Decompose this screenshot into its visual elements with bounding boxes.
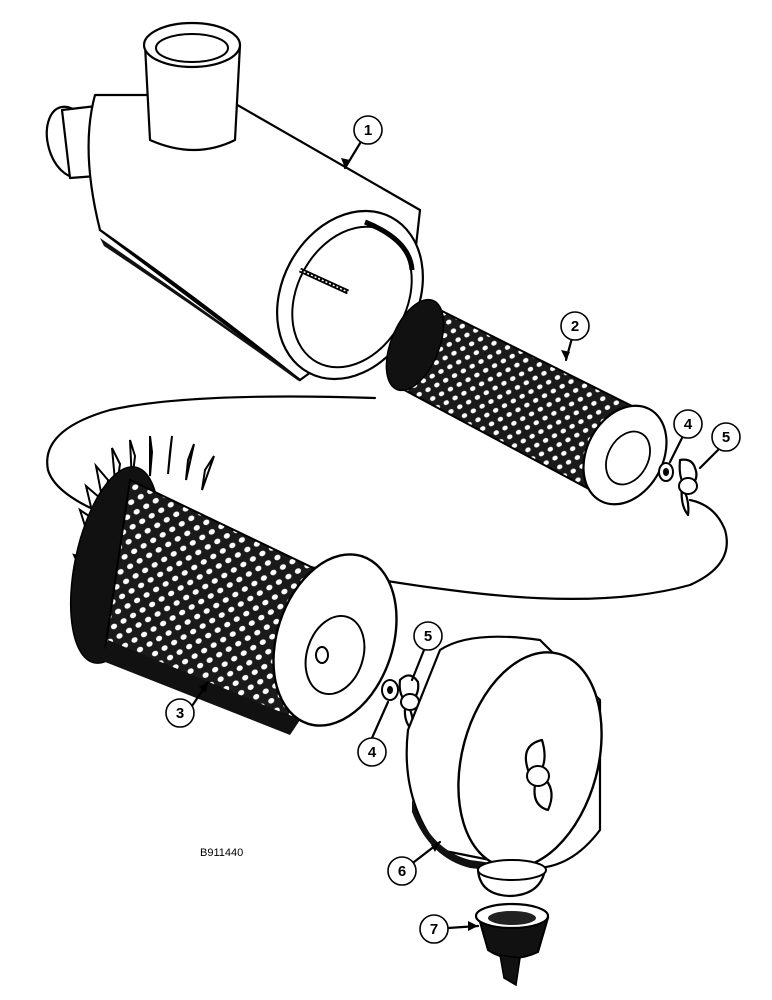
callout-label-1: 1 <box>364 122 372 139</box>
callout-label-4b: 4 <box>368 744 377 761</box>
callout-label-5b: 5 <box>424 628 432 645</box>
callout-circle-4a <box>673 409 703 439</box>
inner-filter-part <box>385 298 668 506</box>
callout-circle-5b <box>413 621 443 651</box>
callout-circle-1 <box>353 115 383 145</box>
primary-filter-part <box>69 435 398 735</box>
callout-circle-5a <box>711 422 741 452</box>
callout-label-5a: 5 <box>722 429 730 446</box>
callout-circle-7 <box>419 914 449 944</box>
callout-label-2: 2 <box>571 318 579 335</box>
callout-circle-3 <box>165 698 195 728</box>
callout-label-7: 7 <box>430 921 438 938</box>
callout-label-4a: 4 <box>684 416 693 433</box>
lower-washer-and-wingnut <box>381 674 420 732</box>
callouts: 1 2 3 4 4 5 5 6 7 <box>165 115 741 944</box>
end-cover-part <box>405 635 603 898</box>
upper-washer-and-wingnut <box>658 458 698 517</box>
callout-label-6: 6 <box>398 863 406 880</box>
dust-valve-part <box>474 902 550 987</box>
callout-label-3: 3 <box>176 705 184 722</box>
callout-circle-2 <box>560 311 590 341</box>
housing-part <box>45 21 424 382</box>
callout-circle-6 <box>387 856 417 886</box>
callout-circle-4b <box>357 737 387 767</box>
figure-reference-code: B911440 <box>200 847 243 859</box>
